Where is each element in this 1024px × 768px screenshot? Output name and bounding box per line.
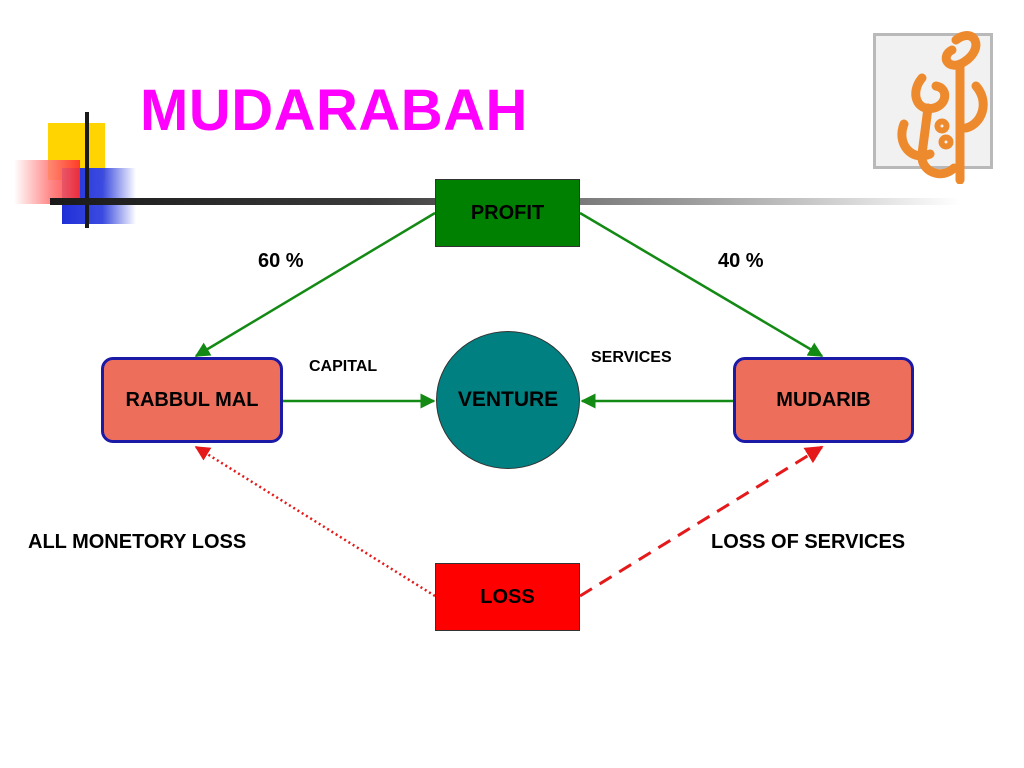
- arrow-profit-to-rabbul-mal: [194, 211, 436, 358]
- mudarib-box: MUDARIB: [733, 357, 914, 443]
- loss-of-services-label: LOSS OF SERVICES: [711, 531, 906, 553]
- arrow-loss-to-mudarib: [579, 445, 824, 598]
- share-mudarib-label: 40 %: [718, 250, 764, 272]
- venture-circle: VENTURE: [436, 331, 580, 469]
- calligraphy-icon: [897, 31, 988, 184]
- arabic-calligraphy-logo: [873, 31, 993, 184]
- services-label: SERVICES: [591, 349, 672, 366]
- profit-box: PROFIT: [435, 179, 580, 247]
- vertical-rule: [85, 112, 89, 228]
- share-rabbul-mal-label: 60 %: [258, 250, 304, 272]
- slide-title: MUDARABAH: [140, 78, 528, 143]
- loss-box: LOSS: [435, 563, 580, 631]
- rabbul-mal-box: RABBUL MAL: [101, 357, 283, 443]
- red-square: [14, 160, 80, 204]
- arrow-profit-to-mudarib: [579, 211, 824, 358]
- monetary-loss-label: ALL MONETORY LOSS: [28, 531, 247, 553]
- capital-label: CAPITAL: [309, 358, 378, 375]
- arrow-loss-to-rabbul-mal: [194, 445, 436, 598]
